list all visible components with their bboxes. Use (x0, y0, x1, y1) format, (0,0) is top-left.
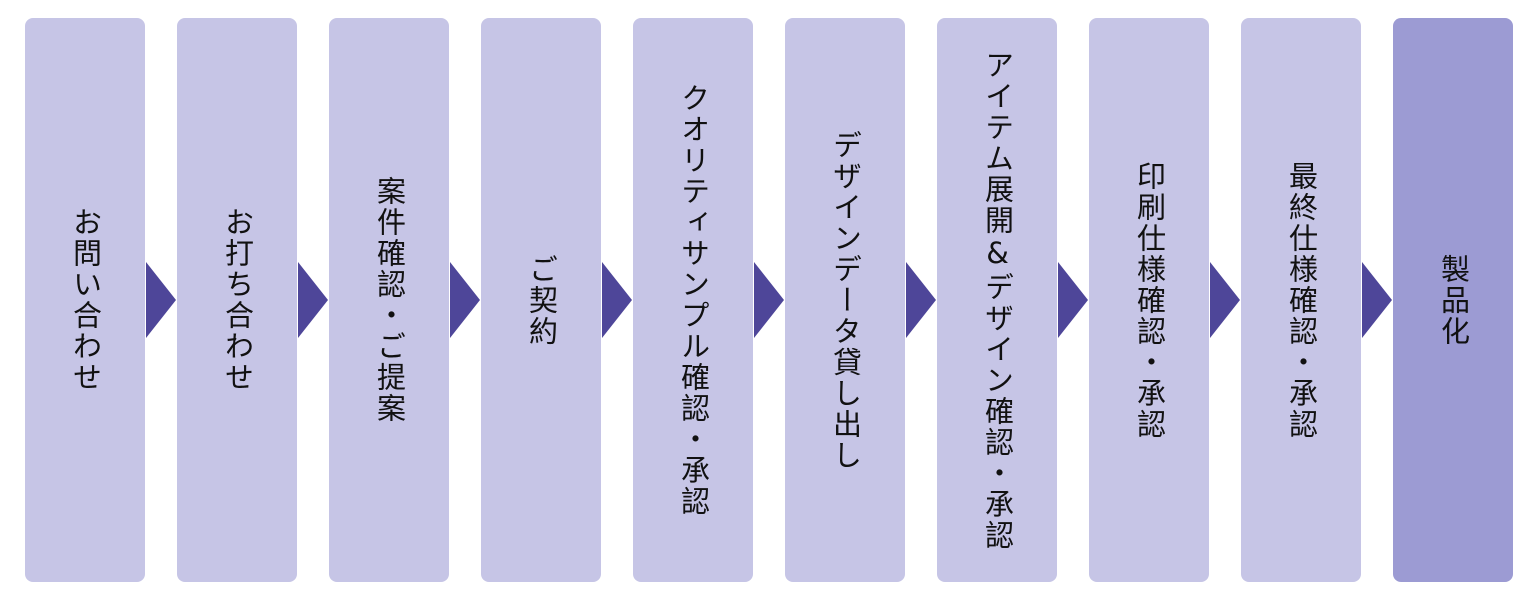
arrow-right-icon (146, 262, 176, 338)
step-inquiry: お問い合わせ (25, 18, 145, 582)
arrow-right-icon (298, 262, 328, 338)
step-quality-sample: クオリティサンプル確認・承認 (633, 18, 753, 582)
step-meeting: お打ち合わせ (177, 18, 297, 582)
arrow-right-icon (1210, 262, 1240, 338)
arrow-right-icon (906, 262, 936, 338)
step-production: 製品化 (1393, 18, 1513, 582)
step-label: 最終仕様確認・承認 (1284, 160, 1319, 440)
arrow-right-icon (1362, 262, 1392, 338)
step-label: 製品化 (1436, 253, 1471, 347)
step-print-spec: 印刷仕様確認・承認 (1089, 18, 1209, 582)
step-item-design: アイテム展開&デザイン確認・承認 (937, 18, 1057, 582)
step-label: 案件確認・ご提案 (372, 176, 407, 424)
arrow-right-icon (1058, 262, 1088, 338)
step-label: アイテム展開&デザイン確認・承認 (980, 49, 1015, 551)
step-proposal: 案件確認・ご提案 (329, 18, 449, 582)
arrow-right-icon (450, 262, 480, 338)
step-label: 印刷仕様確認・承認 (1132, 160, 1167, 440)
arrow-right-icon (754, 262, 784, 338)
step-label: クオリティサンプル確認・承認 (676, 83, 711, 517)
step-label: ご契約 (524, 253, 559, 347)
step-label: お問い合わせ (68, 207, 103, 393)
step-design-data: デザインデータ貸し出し (785, 18, 905, 582)
step-contract: ご契約 (481, 18, 601, 582)
arrow-right-icon (602, 262, 632, 338)
step-label: お打ち合わせ (220, 207, 255, 393)
step-final-spec: 最終仕様確認・承認 (1241, 18, 1361, 582)
step-label: デザインデータ貸し出し (828, 129, 863, 471)
